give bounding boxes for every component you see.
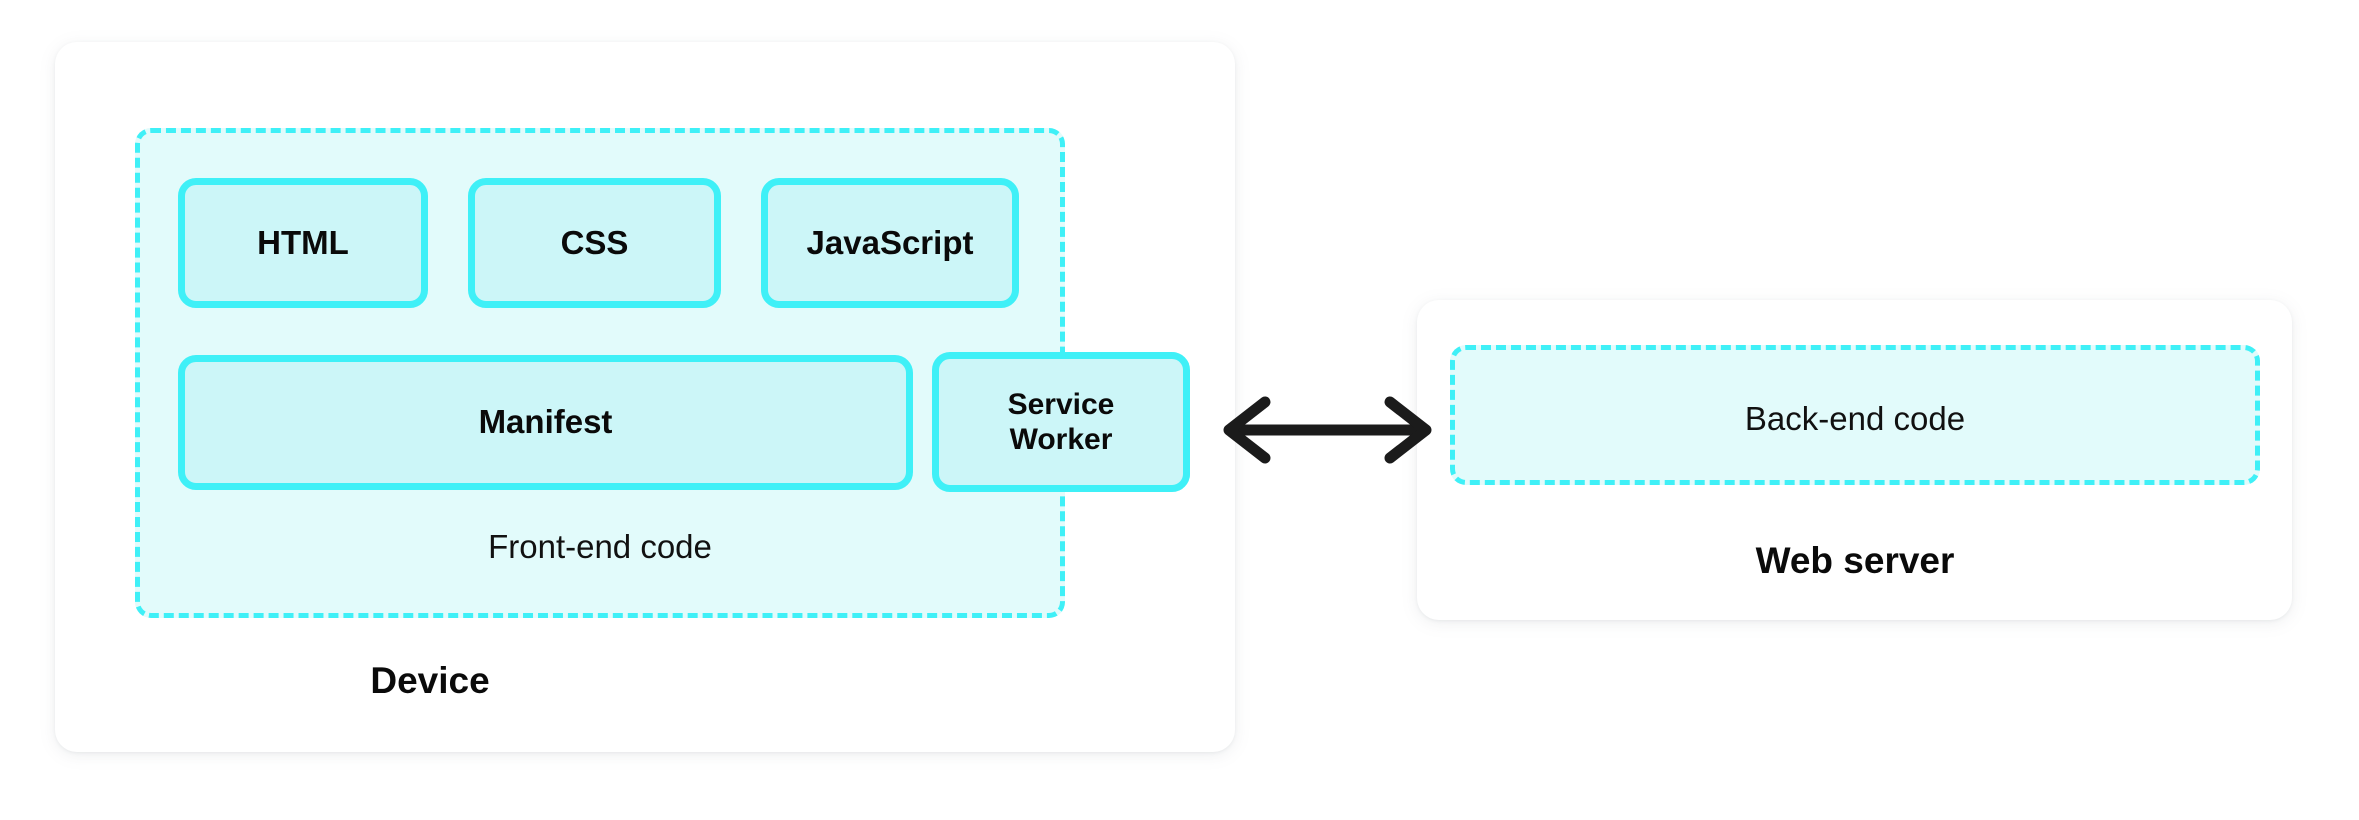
backend-code-caption: Back-end code (1744, 400, 1966, 437)
tech-box-service-worker[interactable]: Service Worker (932, 352, 1190, 492)
tech-box-javascript-label: JavaScript (806, 223, 974, 261)
frontend-code-caption: Front-end code (488, 528, 712, 565)
tech-box-html-label: HTML (257, 223, 349, 261)
tech-box-manifest[interactable]: Manifest (178, 355, 913, 490)
tech-box-html[interactable]: HTML (178, 178, 428, 308)
service-worker-label-line1: Service (1007, 387, 1115, 421)
service-worker-label-line2: Worker (1009, 423, 1113, 456)
tech-box-css-label: CSS (560, 223, 629, 261)
backend-code-region (1450, 345, 2260, 485)
device-caption: Device (370, 660, 490, 701)
web-server-caption: Web server (1755, 540, 1955, 581)
tech-box-manifest-label: Manifest (478, 403, 613, 441)
tech-box-javascript[interactable]: JavaScript (761, 178, 1019, 308)
double-headed-arrow-icon (1223, 396, 1432, 464)
tech-box-css[interactable]: CSS (468, 178, 721, 308)
